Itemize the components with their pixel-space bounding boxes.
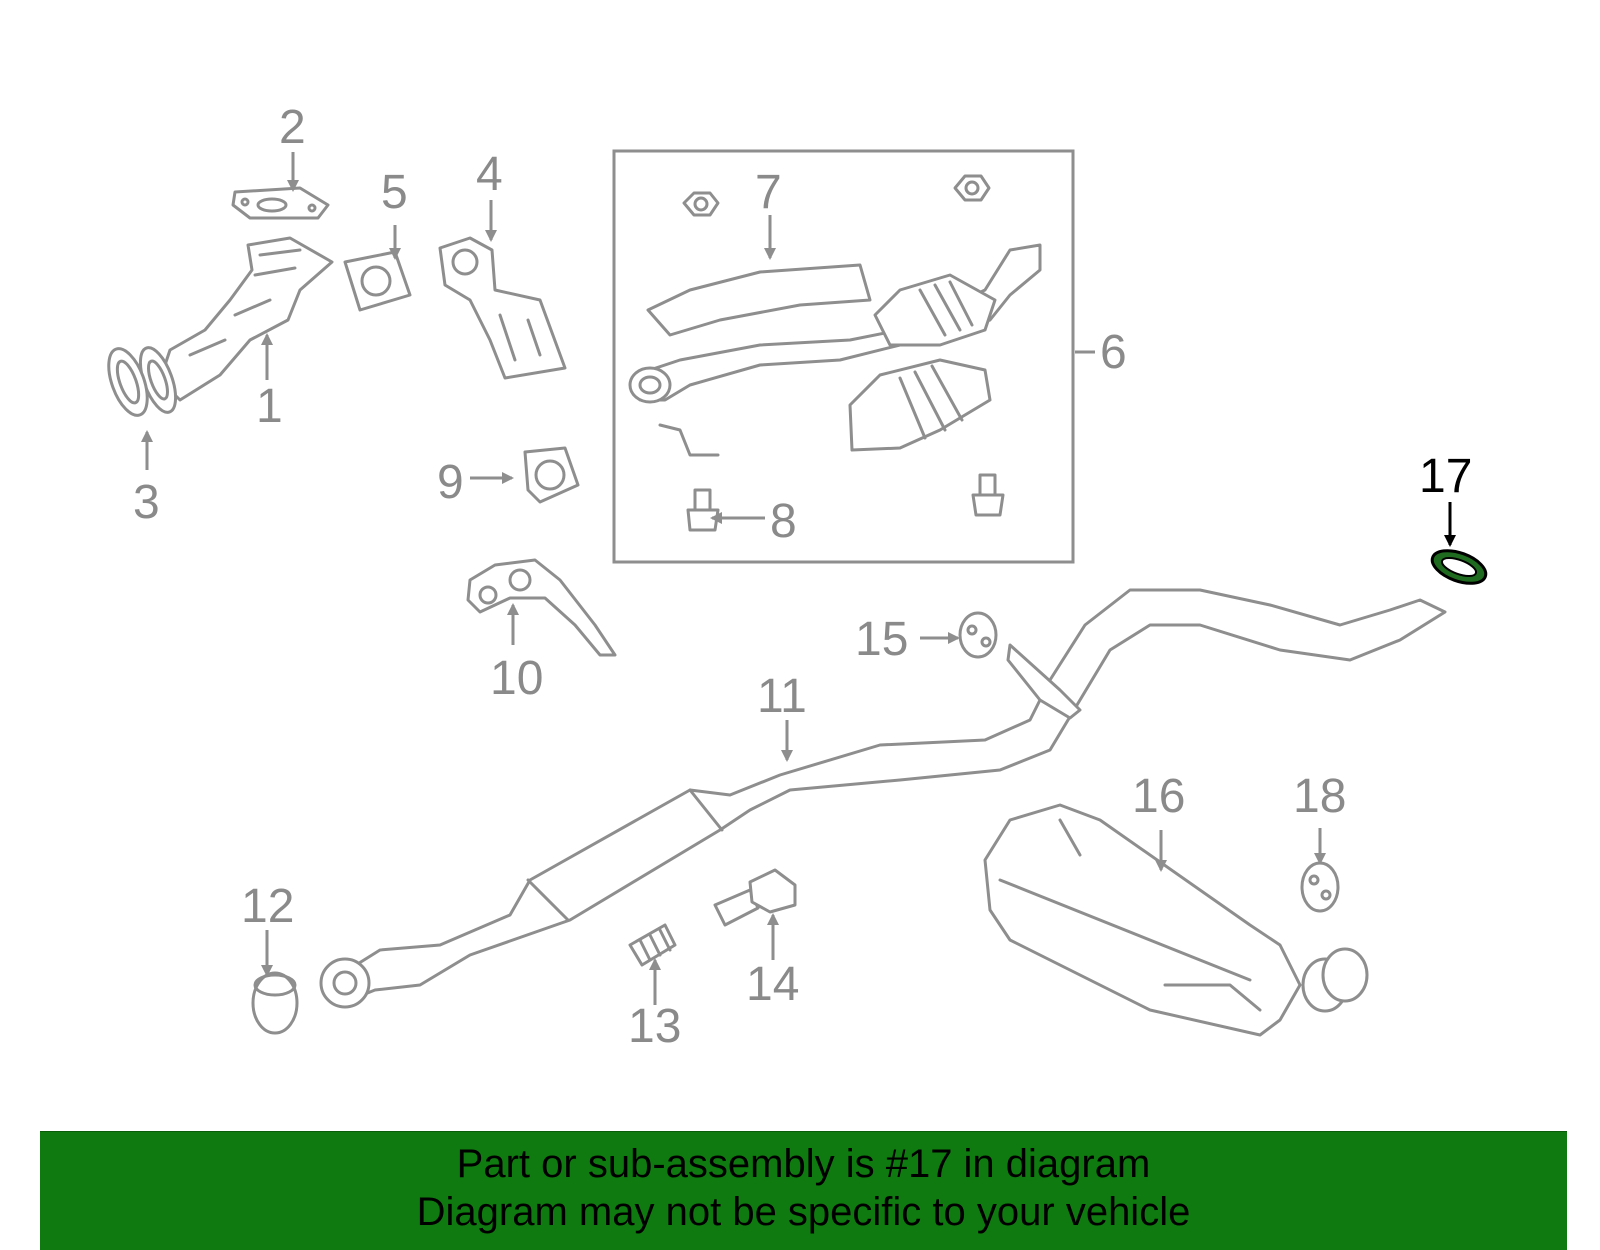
leader-arrows (141, 152, 1456, 1005)
part-6-components (628, 174, 1042, 532)
part-14-bolt[interactable] (713, 868, 797, 927)
label-15[interactable]: 15 (855, 613, 908, 666)
label-6[interactable]: 6 (1100, 326, 1127, 379)
part-2-gasket[interactable] (231, 186, 330, 220)
label-7[interactable]: 7 (755, 166, 782, 219)
part-17-gasket[interactable] (1428, 544, 1490, 589)
part-12-clamp[interactable] (251, 971, 299, 1035)
part-5-gasket[interactable] (343, 250, 412, 312)
label-13[interactable]: 13 (628, 1000, 681, 1053)
label-16[interactable]: 16 (1132, 770, 1185, 823)
part-15-hanger[interactable] (958, 611, 998, 659)
banner-line-part: Part or sub-assembly is #17 in diagram (456, 1142, 1151, 1186)
part-11-center-pipe[interactable] (319, 588, 1447, 1009)
label-17[interactable]: 17 (1419, 450, 1472, 503)
label-11[interactable]: 11 (757, 670, 807, 723)
label-12[interactable]: 12 (241, 880, 294, 933)
label-9[interactable]: 9 (437, 456, 464, 509)
label-1[interactable]: 1 (256, 380, 283, 433)
part-13-stud[interactable] (628, 923, 677, 967)
banner-line-disclaimer: Diagram may not be specific to your vehi… (416, 1190, 1191, 1234)
label-18[interactable]: 18 (1293, 770, 1346, 823)
part-10-bracket[interactable] (466, 558, 617, 657)
label-2[interactable]: 2 (279, 101, 306, 154)
label-4[interactable]: 4 (476, 148, 503, 201)
label-10[interactable]: 10 (490, 652, 543, 705)
part-16-muffler[interactable] (983, 803, 1369, 1037)
part-9-gasket[interactable] (523, 446, 580, 504)
label-14[interactable]: 14 (746, 958, 799, 1011)
exhaust-parts-diagram: 1 2 3 4 5 6 7 8 9 10 11 12 13 14 15 16 1… (101, 101, 1490, 1053)
label-8[interactable]: 8 (770, 495, 797, 548)
label-5[interactable]: 5 (381, 166, 408, 219)
part-4-catalytic-converter[interactable] (438, 236, 567, 380)
info-banner: Part or sub-assembly is #17 in diagram D… (40, 1131, 1567, 1250)
part-1-front-pipe[interactable] (133, 236, 334, 417)
part-3-gasket[interactable] (101, 344, 155, 421)
part-6-assembly-box[interactable] (612, 149, 1075, 564)
part-labels: 1 2 3 4 5 6 7 8 9 10 11 12 13 14 15 16 1… (133, 101, 1472, 1053)
label-3[interactable]: 3 (133, 476, 160, 529)
part-18-hanger[interactable] (1300, 861, 1340, 913)
